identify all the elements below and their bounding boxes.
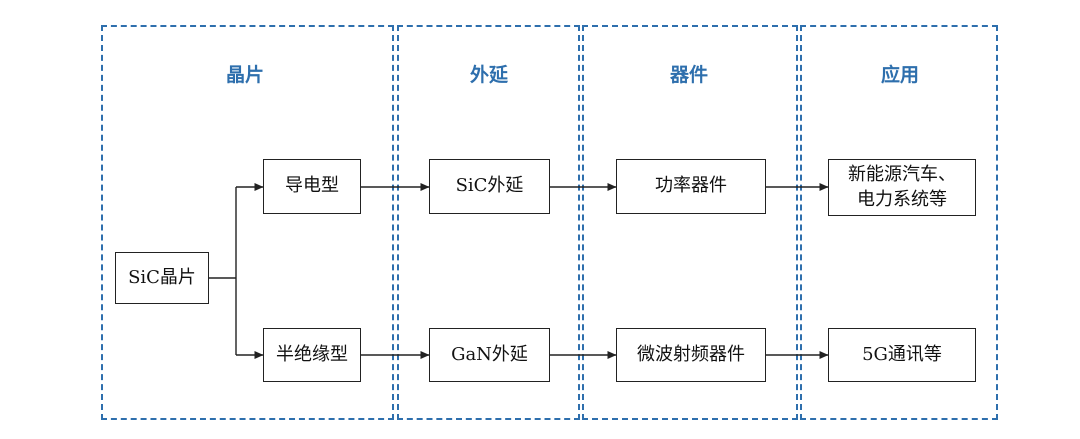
node-rf-device: 微波射频器件 [616,328,766,382]
column-title-epitaxy: 外延 [424,51,554,99]
column-frame-epitaxy [397,25,580,420]
column-frame-device [582,25,798,420]
column-title-wafer: 晶片 [180,51,310,99]
node-semi-insulating: 半绝缘型 [263,328,361,382]
node-power-device: 功率器件 [616,159,766,214]
node-sic-wafer: SiC晶片 [115,252,209,304]
column-title-device: 器件 [624,51,754,99]
node-5g-communication: 5G通讯等 [828,328,976,382]
node-sic-epitaxy: SiC外延 [429,159,550,214]
node-ev-power-system: 新能源汽车、 电力系统等 [828,159,976,216]
node-conductive: 导电型 [263,159,361,214]
column-frame-wafer [101,25,394,420]
node-gan-epitaxy: GaN外延 [429,328,550,382]
column-title-application: 应用 [835,51,965,99]
column-frame-application [800,25,998,420]
